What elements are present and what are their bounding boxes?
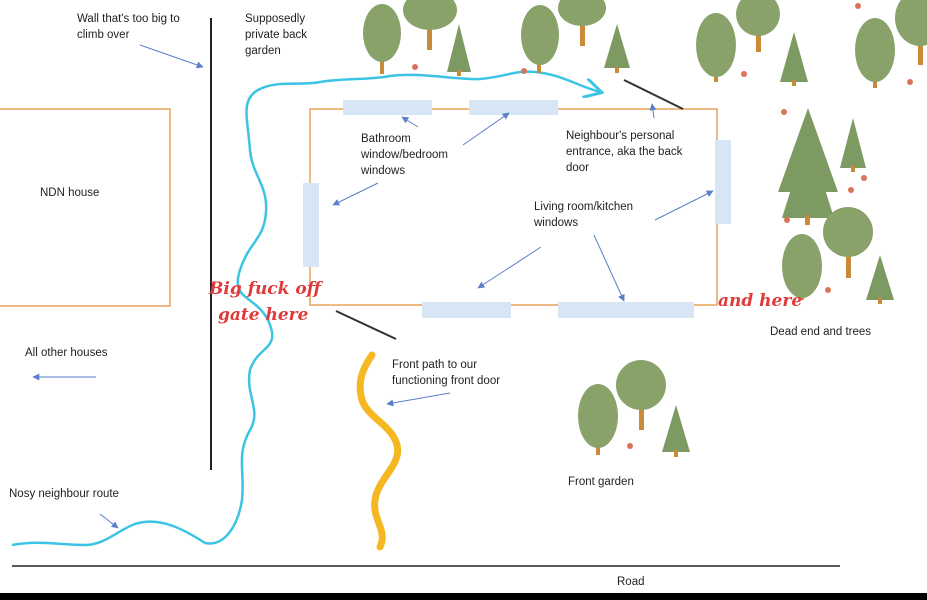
tree-group-front-garden [578,360,690,457]
arrow [401,116,419,128]
arrow [593,234,625,302]
tree-group-top-middle [521,0,630,74]
road-label: Road [617,576,645,588]
window [558,302,694,318]
arrow [386,392,451,407]
front-garden-label: Front garden [568,476,634,488]
front-door-line [335,310,397,340]
gate-annotation-line-2: gate here [218,305,309,325]
other-houses-label: All other houses [25,347,108,359]
arrow [332,182,379,206]
tree-group-right [778,108,894,304]
gate-annotation-line-1: Big fuck off [209,279,321,299]
bottom-bar [0,593,927,600]
window [303,183,319,267]
arrow [462,112,510,146]
ndn-house-outline [0,108,171,307]
arrow [649,103,657,119]
tree-group-top-right [696,0,927,88]
and-here-annotation: and here [718,291,803,311]
back-door-line [623,79,684,110]
arrow [654,190,714,221]
arrow [139,44,204,69]
window [715,140,731,224]
tree-group-top-left [363,0,471,76]
ndn-house-label: NDN house [40,187,100,199]
window [469,100,558,115]
arrow [477,246,542,289]
front-path-line [356,351,402,551]
window [422,302,511,318]
nosy-route-label: Nosy neighbour route [9,488,119,500]
dead-end-label: Dead end and trees [770,326,872,338]
window [343,100,432,115]
arrow [99,513,119,529]
nosy-neighbour-route [11,70,600,547]
